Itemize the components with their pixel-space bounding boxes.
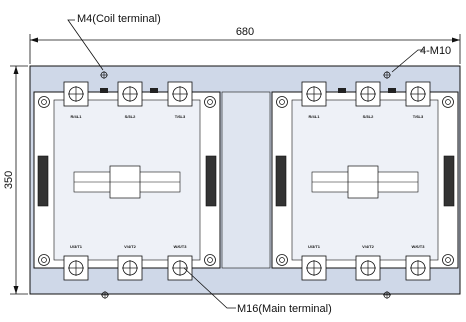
main-terminal-label: M16(Main terminal)	[237, 303, 332, 315]
phase-label-bottom: W/6/T3	[174, 244, 188, 249]
main-terminal-bottom	[301, 255, 327, 281]
main-terminal-bottom	[117, 255, 143, 281]
phase-label-top: S/3L2	[363, 114, 374, 119]
phase-label-top: T/6L3	[413, 114, 424, 119]
coil-terminal-block	[100, 88, 108, 93]
phase-label-bottom: V/4/T2	[124, 244, 137, 249]
main-terminal-bottom	[167, 255, 193, 281]
mounting-hole-icon	[204, 96, 216, 108]
main-terminal-bottom	[405, 255, 431, 281]
coil-terminal-block	[338, 88, 346, 93]
phase-label-bottom: W/6/T3	[412, 244, 426, 249]
width-label: 680	[236, 26, 254, 38]
phase-label-bottom: U/3/T1	[70, 244, 83, 249]
phase-label-top: R/4L1	[309, 114, 321, 119]
coil-terminal-block	[388, 88, 396, 93]
main-terminal-top	[117, 81, 143, 107]
mounting-hole-icon	[276, 96, 288, 108]
main-terminal-top	[355, 81, 381, 107]
left-bracket	[275, 155, 287, 207]
right-bracket	[205, 155, 217, 207]
mounting-hole-icon	[38, 254, 50, 266]
main-terminal-callout: M16(Main terminal)	[183, 267, 332, 315]
coil-terminal-block	[150, 88, 158, 93]
mounting-holes-label: 4-M10	[420, 45, 451, 57]
coil-terminal-marks	[100, 71, 391, 299]
main-terminal-top	[405, 81, 431, 107]
coil-terminal-label: M4(Coil terminal)	[77, 13, 161, 25]
height-label: 350	[3, 171, 15, 189]
main-terminal-top	[63, 81, 89, 107]
main-terminal-bottom	[63, 255, 89, 281]
mounting-hole-icon	[442, 96, 454, 108]
mounting-hole-icon	[204, 254, 216, 266]
coil-terminal-callout: M4(Coil terminal)	[67, 13, 161, 71]
main-terminal-top	[167, 81, 193, 107]
mounting-hole-icon	[442, 254, 454, 266]
main-terminal-bottom	[355, 255, 381, 281]
phase-label-bottom: V/4/T2	[362, 244, 375, 249]
main-terminal-top	[301, 81, 327, 107]
center-spacer	[221, 91, 271, 269]
phase-label-top: R/4L1	[71, 114, 83, 119]
height-dimension: 350	[3, 65, 28, 295]
mounting-hole-icon	[276, 254, 288, 266]
right-bracket	[443, 155, 455, 207]
mounting-hole-icon	[38, 96, 50, 108]
width-dimension: 680	[29, 26, 461, 64]
phase-label-bottom: U/3/T1	[308, 244, 321, 249]
phase-label-top: S/3L2	[125, 114, 136, 119]
left-bracket	[37, 155, 49, 207]
phase-label-top: T/6L3	[175, 114, 186, 119]
mounting-holes-callout: 4-M10	[391, 45, 451, 73]
